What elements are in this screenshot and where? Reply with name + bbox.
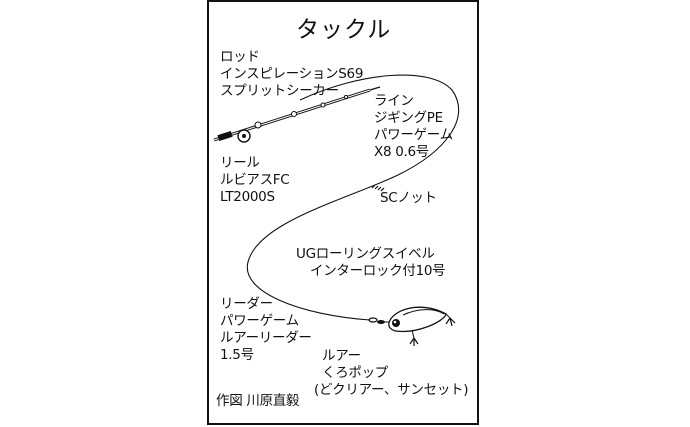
leader-type: ルアーリーダー xyxy=(220,330,312,346)
line-brand: パワーゲーム xyxy=(374,127,453,143)
reel-size: LT2000S xyxy=(220,189,275,205)
swivel-name: UGローリングスイベル xyxy=(296,246,435,262)
lure-colors: (どクリアー、サンセット) xyxy=(314,382,469,398)
leader-heading: リーダー xyxy=(220,296,273,312)
rod-illustration xyxy=(213,86,381,143)
swivel-illustration xyxy=(368,317,390,324)
illustrator-credit: 作図 川原直毅 xyxy=(216,393,300,409)
swivel-spec: インターロック付10号 xyxy=(310,263,446,279)
line-spec: X8 0.6号 xyxy=(374,144,429,160)
fishing-line xyxy=(246,74,460,321)
tackle-diagram-panel xyxy=(207,0,479,425)
sc-knot-mark xyxy=(371,184,385,192)
rod-series: スプリットシーカー xyxy=(220,83,339,99)
leader-brand: パワーゲーム xyxy=(220,313,299,329)
lure-heading: ルアー xyxy=(322,348,361,364)
rod-heading: ロッド xyxy=(220,49,260,65)
line-type: ジギングPE xyxy=(374,110,443,126)
knot-label: SCノット xyxy=(380,190,437,206)
lure-illustration xyxy=(388,306,456,346)
diagram-title: タックル xyxy=(296,17,392,43)
reel-heading: リール xyxy=(220,155,260,171)
leader-spec: 1.5号 xyxy=(220,347,254,363)
lure-name: くろポップ xyxy=(322,365,388,381)
rod-model: インスピレーションS69 xyxy=(220,66,364,82)
line-heading: ライン xyxy=(374,93,414,109)
reel-model: ルビアスFC xyxy=(220,172,290,188)
